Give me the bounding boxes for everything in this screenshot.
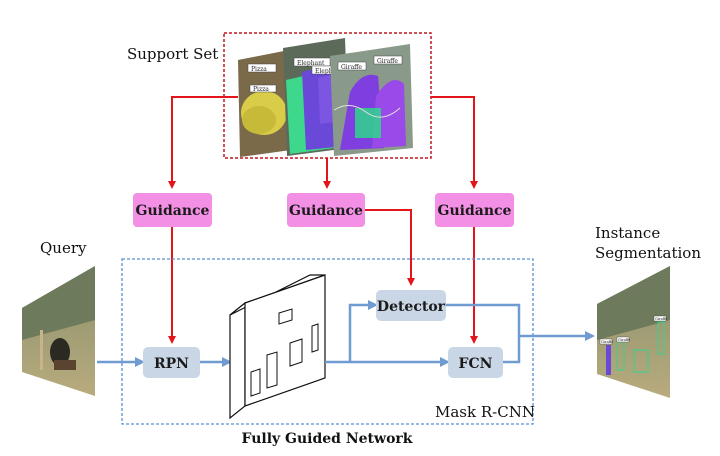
guidance-middle-label: Guidance [289,203,363,219]
pizza-tag-1: Pizza [251,66,267,73]
instance-label-line1: Instance [595,224,660,242]
elephant-tag-1: Elephant [297,60,325,67]
support-image-pizza: Pizza Pizza [238,50,291,157]
detector-label: Detector [377,299,446,315]
guidance-right-label: Guidance [438,203,512,219]
detector-box: Detector [376,290,446,321]
arrow-support-to-guidance-right [431,96,478,189]
pizza-tag-2: Pizza [253,86,269,93]
output-tag-3: Giraffe [655,317,667,321]
arrow-support-to-guidance-left [168,96,238,189]
support-set-label: Support Set [127,45,218,63]
network-title: Fully Guided Network [242,431,413,447]
guidance-box-right: Guidance [435,193,514,227]
giraffe-tag-1: Giraffe [341,64,362,71]
fcn-box: FCN [448,347,503,378]
output-tag-1: Giraffe [601,340,613,344]
giraffe-tag-2: Giraffe [377,58,398,65]
line-fcn-to-merge [503,336,521,364]
output-tag-2: Giraffe [618,338,630,342]
line-detector-to-merge [446,303,521,336]
mask-rcnn-frame [121,258,534,425]
arrow-guidance-to-detector [365,209,415,286]
support-image-giraffe: Giraffe Giraffe [330,44,413,156]
guidance-left-label: Guidance [136,203,210,219]
guidance-box-left: Guidance [133,193,212,227]
mask-rcnn-label: Mask R-CNN [435,403,535,421]
instance-label-line2: Segmentation [595,244,701,262]
fcn-label: FCN [459,356,493,372]
query-image [22,266,95,396]
feature-map-block [229,274,326,420]
output-image: Giraffe Giraffe Giraffe [597,266,670,398]
query-label: Query [40,239,87,257]
arrow-branch-to-detector [348,300,378,362]
rpn-label: RPN [154,356,189,372]
elephant-tag-2: Elephant [315,68,343,75]
rpn-box: RPN [143,347,200,378]
guidance-box-middle: Guidance [287,193,365,227]
